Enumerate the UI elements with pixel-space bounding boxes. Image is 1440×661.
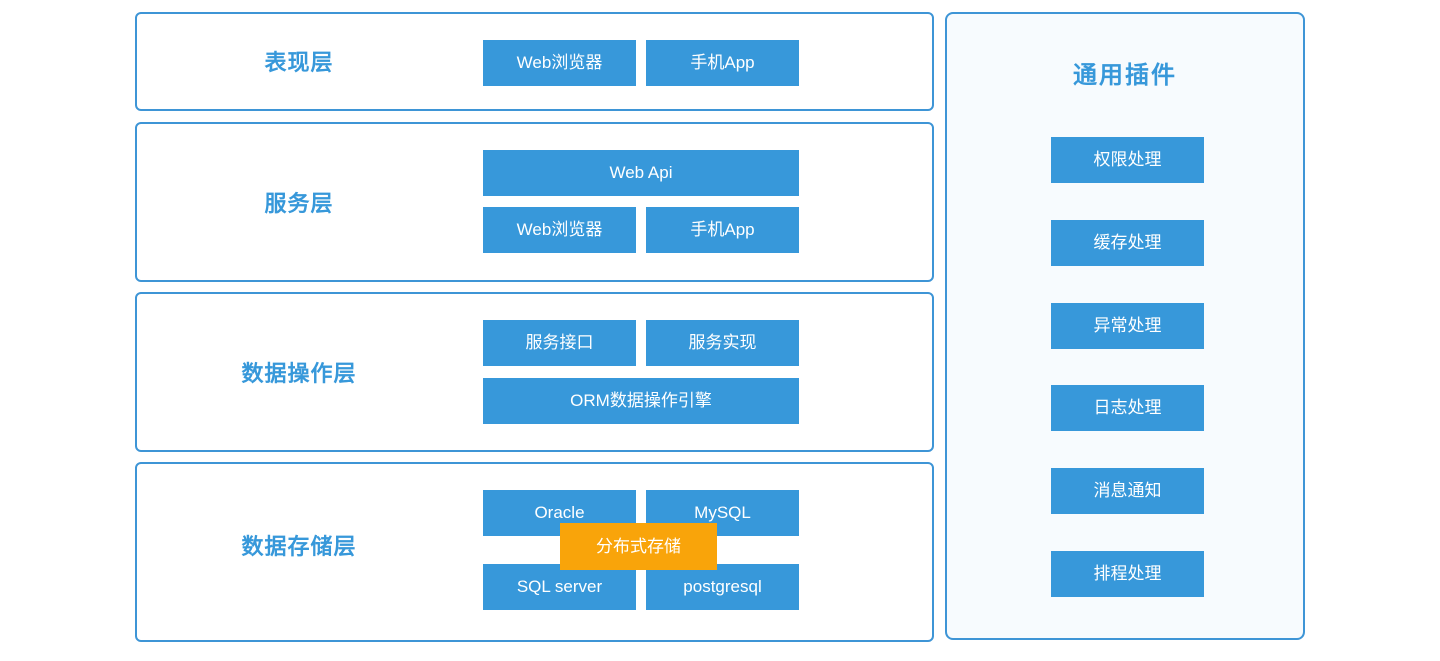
node-web-api[interactable]: Web Api xyxy=(483,150,799,196)
common-plugins-panel: 通用插件 权限处理 缓存处理 异常处理 日志处理 消息通知 排程处理 xyxy=(945,12,1305,640)
layer-label-service: 服务层 xyxy=(264,191,334,216)
node-postgresql[interactable]: postgresql xyxy=(646,564,799,610)
plugin-cache[interactable]: 缓存处理 xyxy=(1051,220,1204,266)
node-service-implementation[interactable]: 服务实现 xyxy=(646,320,799,366)
node-oracle[interactable]: Oracle xyxy=(483,490,636,536)
layer-label-presentation: 表现层 xyxy=(264,50,334,75)
node-sql-server[interactable]: SQL server xyxy=(483,564,636,610)
layer-label-data-operation: 数据操作层 xyxy=(241,361,357,386)
node-mobile-app[interactable]: 手机App xyxy=(646,40,799,86)
layer-box-presentation: 表现层 Web浏览器 手机App xyxy=(135,12,934,111)
node-mobile-app[interactable]: 手机App xyxy=(646,207,799,253)
layer-label-data-storage: 数据存储层 xyxy=(241,534,357,559)
node-distributed-storage[interactable]: 分布式存储 xyxy=(560,523,717,570)
plugin-log[interactable]: 日志处理 xyxy=(1051,385,1204,431)
node-orm-engine[interactable]: ORM数据操作引擎 xyxy=(483,378,799,424)
plugin-notification[interactable]: 消息通知 xyxy=(1051,468,1204,514)
plugin-exception[interactable]: 异常处理 xyxy=(1051,303,1204,349)
node-service-interface[interactable]: 服务接口 xyxy=(483,320,636,366)
layer-box-data-storage: 数据存储层 Oracle MySQL SQL server postgresql… xyxy=(135,462,934,642)
plugin-permission[interactable]: 权限处理 xyxy=(1051,137,1204,183)
node-web-browser[interactable]: Web浏览器 xyxy=(483,40,636,86)
layer-box-service: 服务层 Web Api Web浏览器 手机App xyxy=(135,122,934,282)
panel-title: 通用插件 xyxy=(1073,62,1177,89)
node-web-browser[interactable]: Web浏览器 xyxy=(483,207,636,253)
plugin-schedule[interactable]: 排程处理 xyxy=(1051,551,1204,597)
layer-box-data-operation: 数据操作层 服务接口 服务实现 ORM数据操作引擎 xyxy=(135,292,934,452)
